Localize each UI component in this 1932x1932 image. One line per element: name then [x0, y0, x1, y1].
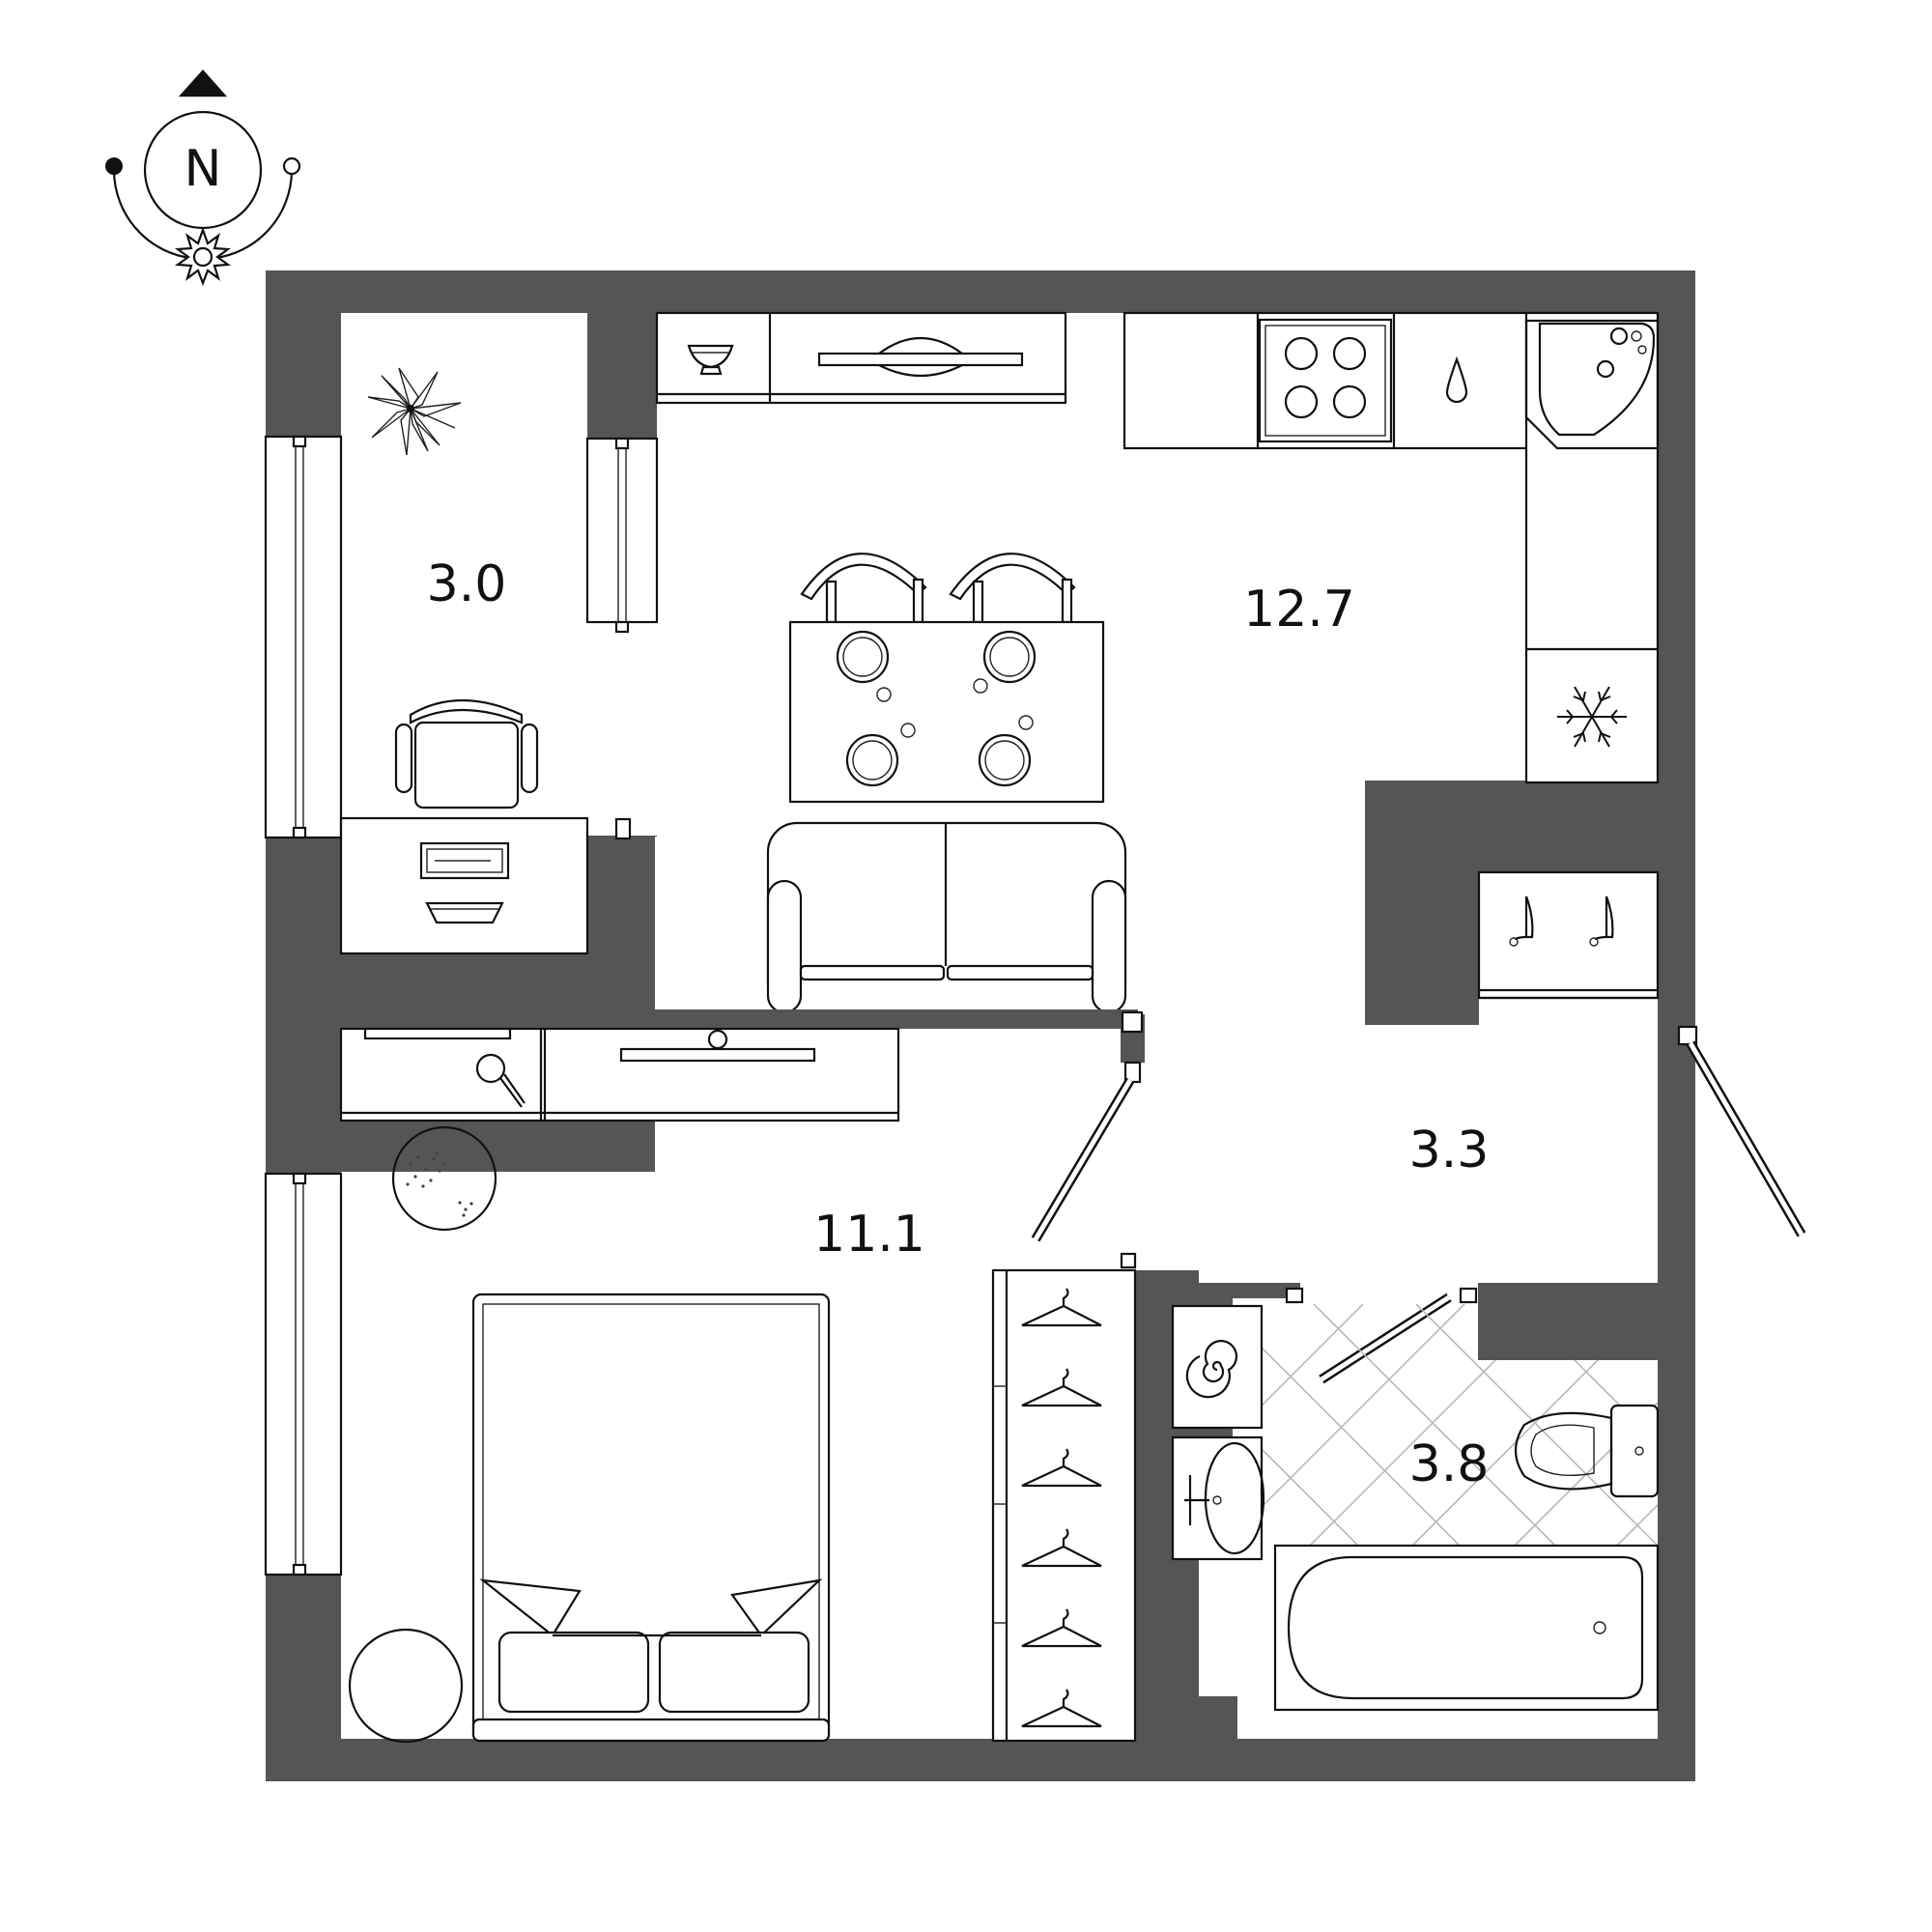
door-jamb: [1120, 1252, 1137, 1269]
north-arrow-icon: [179, 70, 227, 97]
pouf: [348, 1628, 464, 1744]
room-area-kitchen-living: 12.7: [1243, 581, 1355, 639]
water-drop-icon: [1445, 355, 1468, 404]
hanger-icon: [1021, 1448, 1102, 1488]
hanger-icon: [1589, 895, 1614, 947]
door-bedroom: [1031, 1014, 1145, 1242]
dining-chair-icon: [800, 553, 927, 624]
door-bathroom: [1285, 1287, 1478, 1384]
hanger-icon: [1021, 1528, 1102, 1568]
window-balcony-inner: [585, 437, 659, 634]
window-balcony: [264, 435, 343, 839]
compass-north-label: N: [185, 140, 222, 198]
door-entrance: [1677, 1025, 1806, 1237]
rug: [391, 1125, 497, 1232]
fridge-snowflake-icon: [1557, 686, 1627, 748]
dining-table: [788, 620, 1105, 804]
dresser: [339, 1027, 900, 1122]
mirror-icon: [475, 1053, 526, 1108]
sofa: [766, 821, 1127, 1014]
desk: [339, 816, 589, 955]
stove-icon: [1258, 318, 1393, 443]
office-chair-icon: [394, 698, 539, 810]
door-balcony: [614, 655, 723, 840]
hood-icon: [817, 337, 1024, 378]
dining-chair-icon: [949, 553, 1076, 624]
toilet-icon: [1514, 1404, 1660, 1498]
corner-sink-icon: [1524, 319, 1660, 450]
double-bed: [471, 1293, 831, 1743]
hanger-icon: [1509, 895, 1534, 947]
sunrise-dot-icon: [105, 157, 123, 175]
balcony-plant-icon: [367, 367, 462, 456]
walls: [266, 270, 1695, 1781]
tv-icon: [619, 1029, 816, 1063]
room-area-bathroom: 3.8: [1409, 1435, 1490, 1493]
hanger-icon: [1021, 1288, 1102, 1327]
hanger-icon: [1021, 1368, 1102, 1407]
hanger-icon: [1021, 1689, 1102, 1728]
sunset-dot-icon: [282, 156, 301, 176]
window-bedroom: [264, 1172, 343, 1577]
hanger-icon: [1021, 1608, 1102, 1648]
bowl-icon: [687, 344, 734, 376]
bathtub-icon: [1273, 1544, 1660, 1712]
hallway-closet: [1477, 870, 1660, 1000]
wardrobe: [991, 1268, 1137, 1743]
room-area-balcony: 3.0: [427, 555, 507, 613]
sun-icon: [174, 226, 232, 287]
compass: N: [105, 70, 301, 287]
kitchen-wall-cabinet: [655, 311, 1067, 405]
washbasin-icon: [1171, 1435, 1265, 1561]
room-area-hallway: 3.3: [1409, 1122, 1490, 1179]
room-area-bedroom: 11.1: [813, 1206, 925, 1264]
washing-machine-icon: [1171, 1304, 1264, 1430]
